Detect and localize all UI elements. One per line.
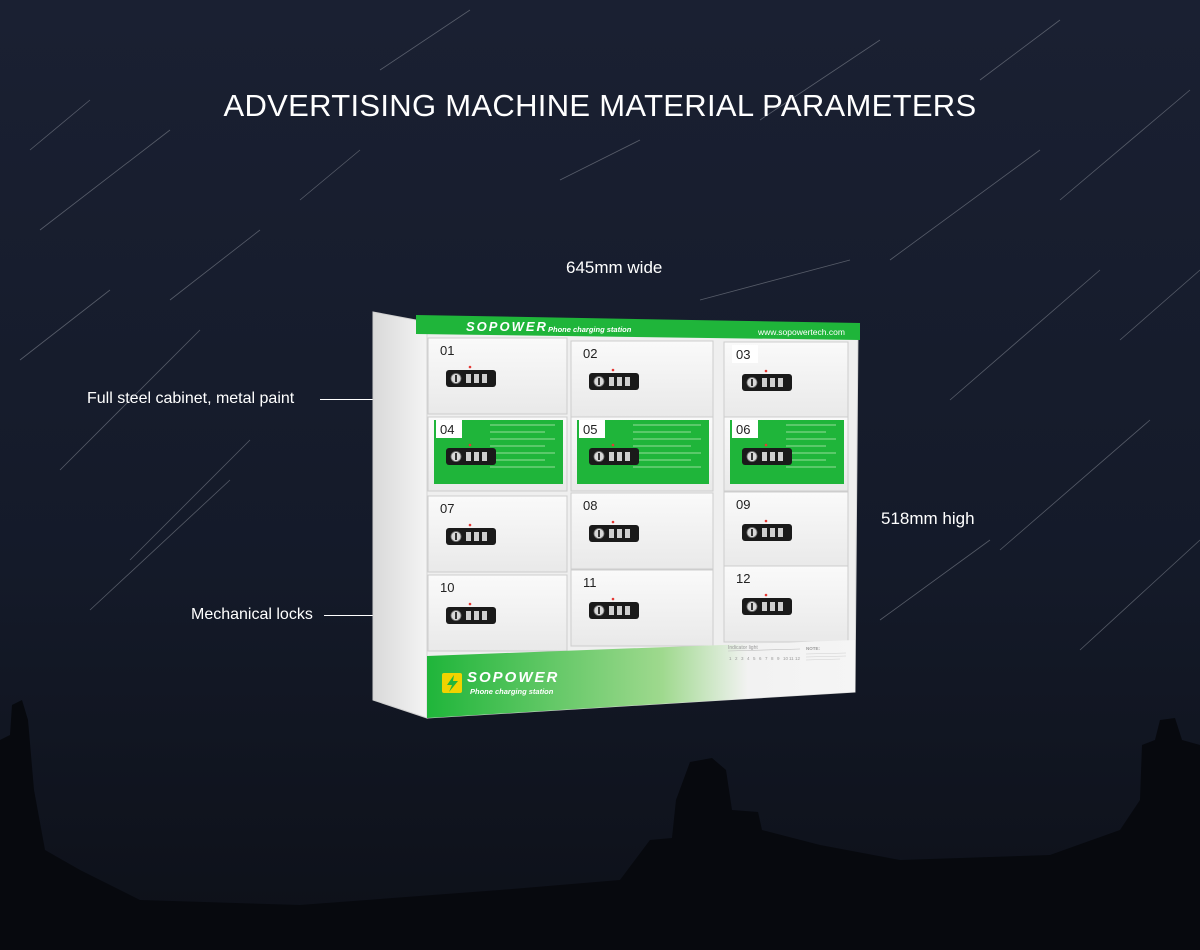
- mechanical-lock-icon[interactable]: [742, 443, 792, 465]
- mechanical-lock-icon[interactable]: [446, 602, 496, 624]
- mechanical-lock-icon[interactable]: [742, 519, 792, 541]
- locker-number: 04: [440, 422, 454, 437]
- locker-door-02[interactable]: 02: [570, 340, 714, 418]
- locker-door-05[interactable]: 05: [570, 416, 714, 492]
- header-tagline: Phone charging station: [548, 325, 632, 334]
- indicator-number: 6: [759, 656, 762, 661]
- locker-door-12[interactable]: 12: [723, 565, 849, 643]
- cabinet-header-band: [416, 315, 860, 340]
- indicator-number: 10: [783, 656, 789, 661]
- indicator-rule: [727, 648, 801, 652]
- mechanical-lock-icon[interactable]: [742, 369, 792, 391]
- header-website: www.sopowertech.com: [757, 327, 845, 337]
- mechanical-lock-icon[interactable]: [589, 368, 639, 390]
- star-trails: [19, 9, 1200, 651]
- locker-door-10[interactable]: 10: [427, 574, 568, 652]
- locker-door-11[interactable]: 11: [570, 569, 714, 647]
- locker-number: 11: [583, 575, 597, 590]
- mechanical-lock-icon[interactable]: [589, 443, 639, 465]
- mechanical-lock-icon[interactable]: [446, 523, 496, 545]
- footer-brand: SOPOWER: [467, 669, 559, 686]
- footer-tagline: Phone charging station: [470, 687, 554, 696]
- locker-door-06[interactable]: 06: [723, 416, 849, 492]
- locker-grid: 01 02 03 04 05 06 07 08 09 10 11 12: [427, 337, 849, 652]
- indicator-number: 7: [765, 656, 768, 661]
- height-dimension-label: 518mm high: [881, 509, 975, 528]
- indicator-number: 11: [789, 656, 794, 661]
- cabinet-material-callout: Full steel cabinet, metal paint: [87, 390, 295, 407]
- locker-door-03[interactable]: 03: [723, 341, 849, 419]
- indicator-number: 1: [729, 656, 732, 661]
- locker-door-01[interactable]: 01: [427, 337, 568, 415]
- locker-door-07[interactable]: 07: [427, 495, 568, 573]
- locker-number: 10: [440, 580, 454, 595]
- indicator-number: 3: [741, 656, 744, 661]
- cabinet-footer-panel: [427, 640, 855, 718]
- mechanical-lock-icon[interactable]: [589, 520, 639, 542]
- note-lines: [805, 652, 847, 661]
- indicator-number: 9: [777, 656, 780, 661]
- locker-number: 05: [583, 422, 597, 437]
- indicator-number: 2: [735, 656, 738, 661]
- indicator-number: 5: [753, 656, 756, 661]
- mesa-silhouettes: [0, 700, 1200, 950]
- mechanical-lock-icon[interactable]: [446, 365, 496, 387]
- locker-number: 03: [736, 347, 750, 362]
- footer-logo-icon: [442, 673, 462, 693]
- mechanical-lock-icon[interactable]: [446, 443, 496, 465]
- indicator-label: Indicator light: [728, 645, 758, 651]
- locker-number: 06: [736, 422, 750, 437]
- indicator-number: 8: [771, 656, 774, 661]
- locks-callout: Mechanical locks: [191, 606, 313, 623]
- locker-number: 08: [583, 498, 597, 513]
- mechanical-lock-icon[interactable]: [589, 597, 639, 619]
- indicator-number: 12: [795, 656, 801, 661]
- cabinet-callout-leader: [320, 399, 388, 400]
- locker-door-08[interactable]: 08: [570, 492, 714, 570]
- locker-number: 07: [440, 501, 454, 516]
- locker-number: 09: [736, 497, 750, 512]
- header-brand: SOPOWER: [466, 319, 548, 334]
- locker-number: 02: [583, 346, 597, 361]
- page-title: ADVERTISING MACHINE MATERIAL PARAMETERS: [223, 88, 977, 123]
- locker-door-04[interactable]: 04: [427, 416, 568, 492]
- locker-door-09[interactable]: 09: [723, 491, 849, 569]
- locker-number: 01: [440, 343, 454, 358]
- note-label: NOTE:: [806, 646, 821, 651]
- indicator-number: 4: [747, 656, 750, 661]
- locker-number: 12: [736, 571, 750, 586]
- cabinet-side-panel: [372, 311, 428, 719]
- mechanical-lock-icon[interactable]: [742, 593, 792, 615]
- width-dimension-label: 645mm wide: [566, 258, 663, 277]
